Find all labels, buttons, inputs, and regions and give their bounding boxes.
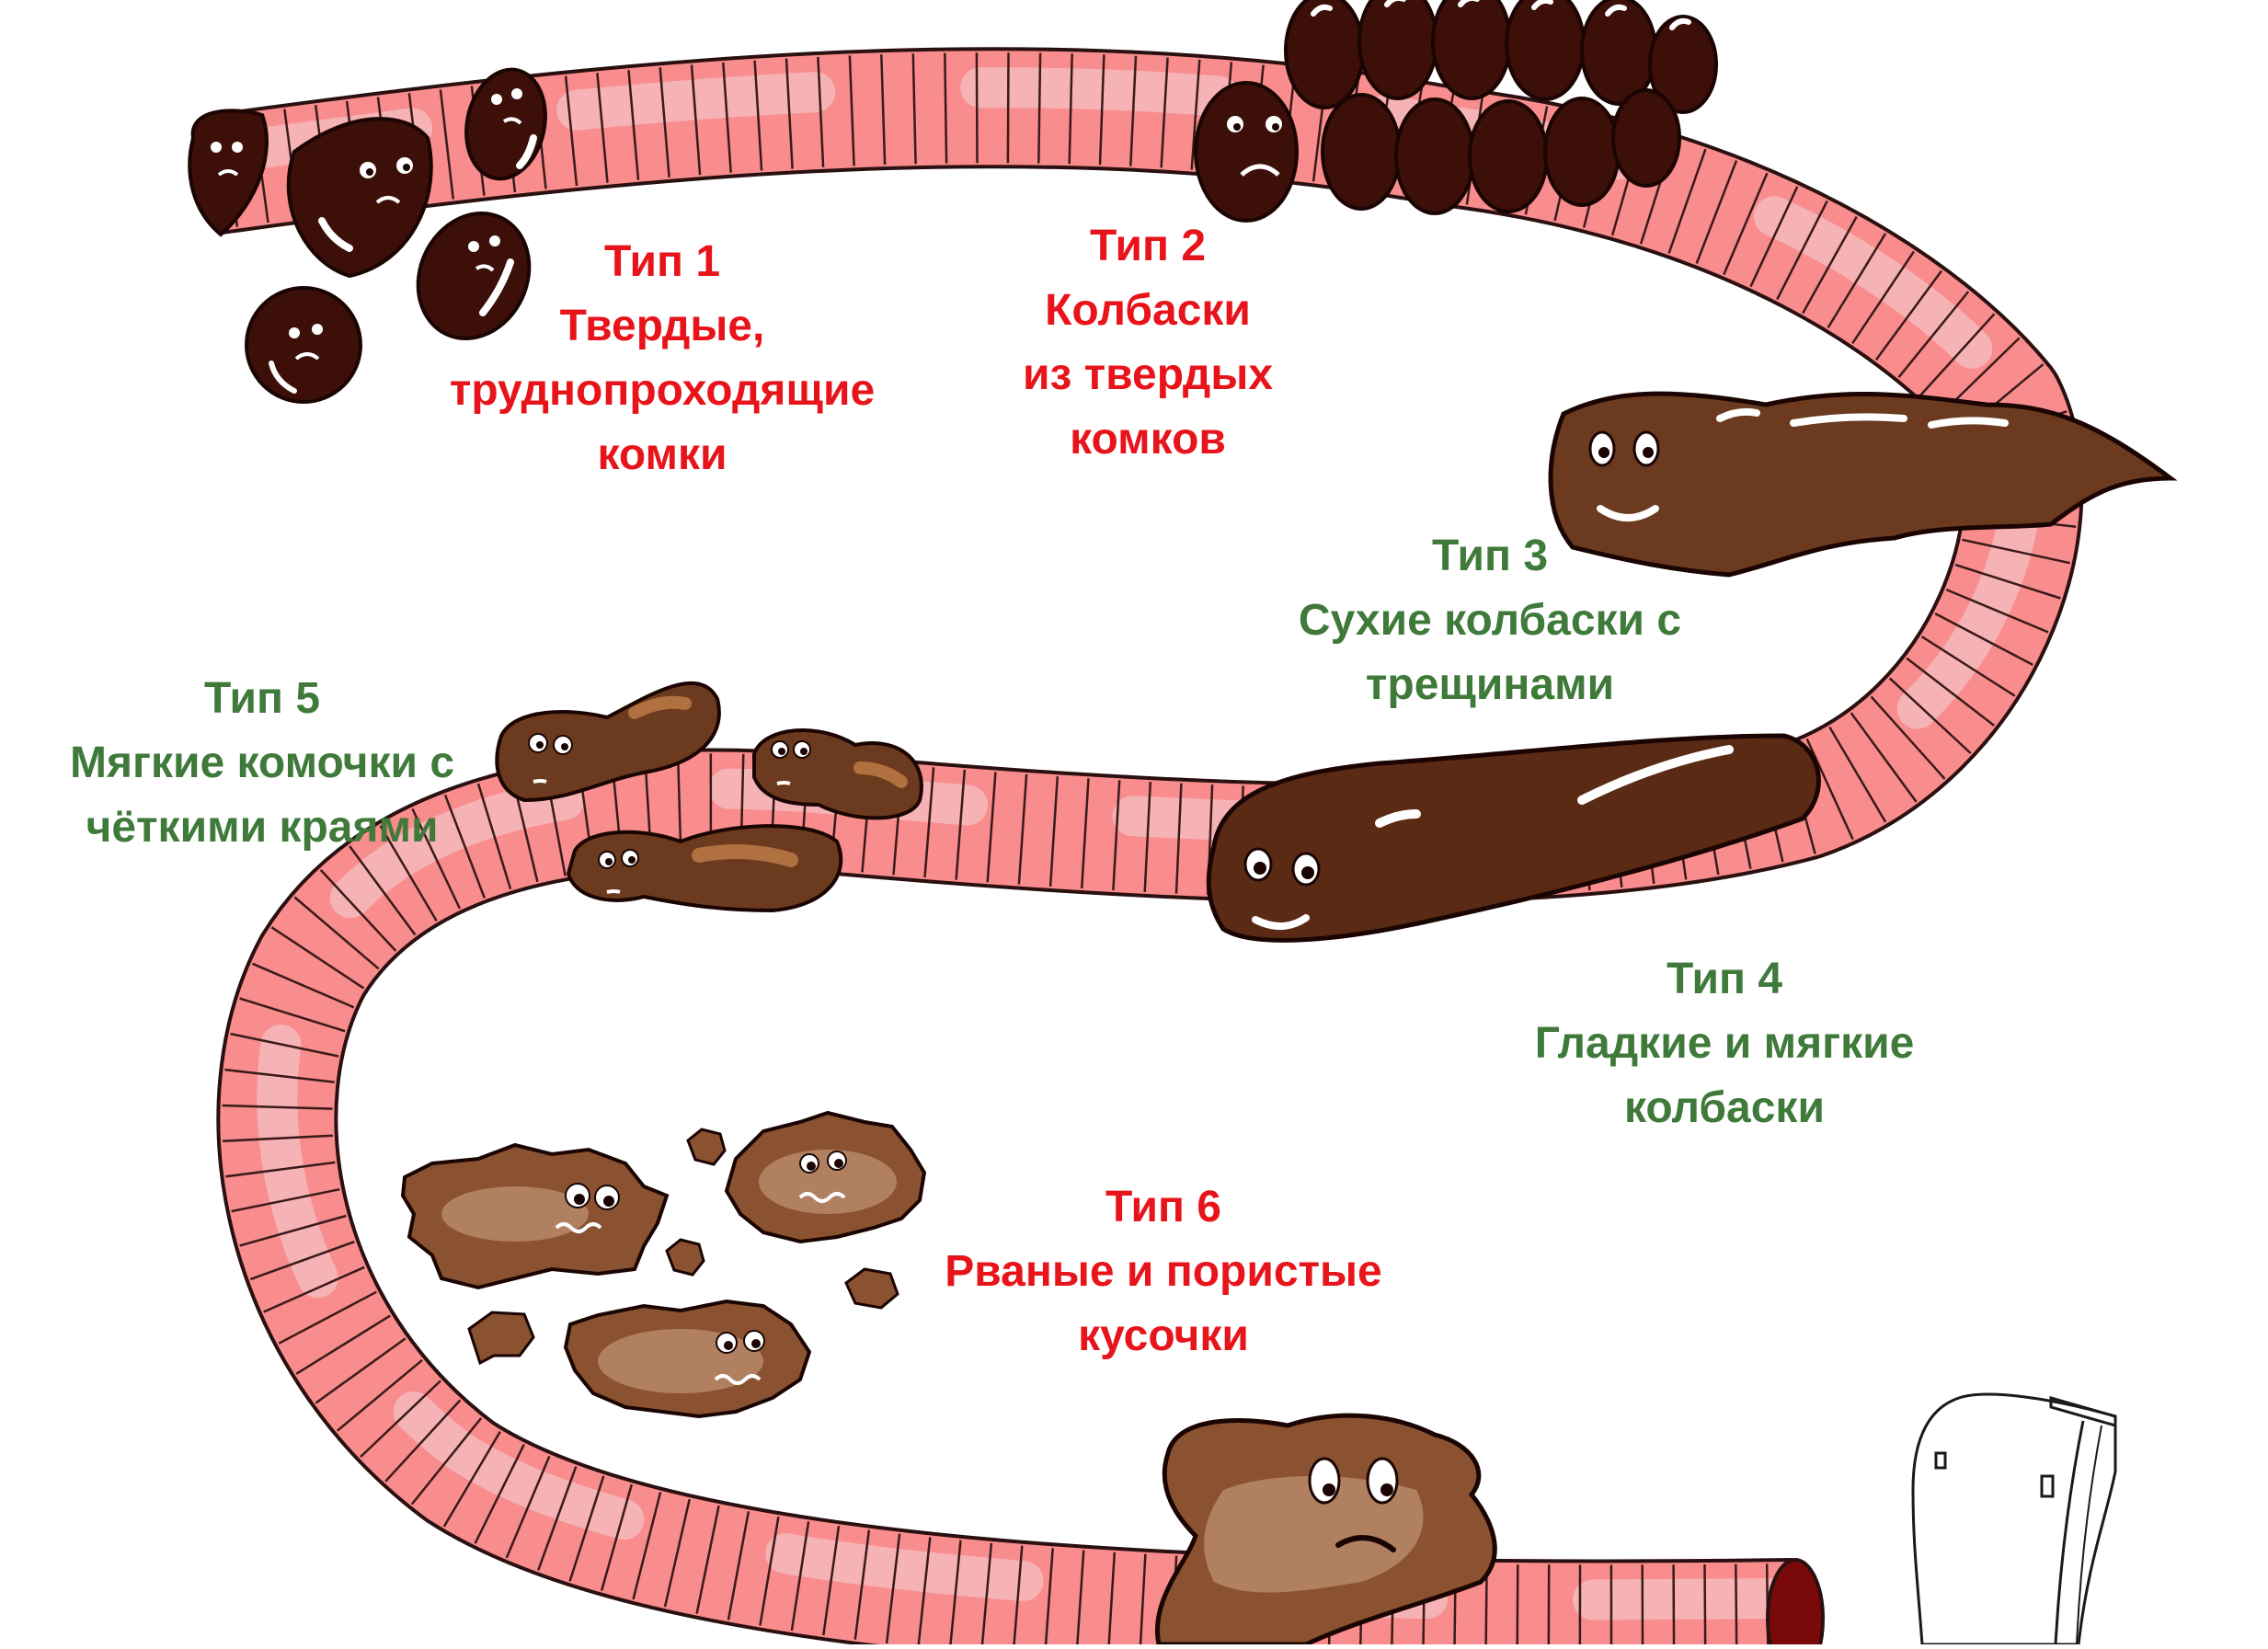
stool-face-icon: [566, 1301, 809, 1416]
type1-title: Тип 1: [450, 230, 875, 294]
stool-face-icon: [246, 288, 361, 402]
type1-line1: Твердые,: [450, 294, 875, 359]
type3-title: Тип 3: [1299, 524, 1681, 589]
type6-title: Тип 6: [945, 1175, 1381, 1240]
hard-lump: [1359, 0, 1437, 98]
type3-label: Тип 3 Сухие колбаски с трещинами: [1299, 524, 1681, 717]
hard-lump: [1396, 99, 1473, 213]
type4-line2: колбаски: [1535, 1076, 1915, 1140]
type2-line1: Колбаски: [1023, 279, 1273, 343]
type3-line1: Сухие колбаски с: [1299, 589, 1681, 653]
type5-label: Тип 5 Мягкие комочки с чёткими краями: [70, 667, 454, 860]
type6-stool: [403, 1113, 924, 1416]
type5-line1: Мягкие комочки с: [70, 731, 454, 796]
type5-line2: чёткими краями: [70, 796, 454, 860]
hard-lump: [1470, 101, 1547, 212]
hard-lump: [1286, 0, 1363, 108]
type6-line1: Рваные и пористые: [945, 1240, 1381, 1304]
type2-line3: комков: [1023, 407, 1273, 472]
stool-face-icon: [1196, 83, 1297, 221]
hard-lump: [1506, 0, 1584, 99]
hard-lump: [1323, 95, 1400, 209]
type4-stool: [1208, 736, 1818, 940]
intestine-ring: [1549, 1564, 1550, 1644]
type4-label: Тип 4 Гладкие и мягкие колбаски: [1535, 947, 1915, 1140]
type4-line1: Гладкие и мягкие: [1535, 1012, 1915, 1076]
type1-line3: комки: [450, 423, 875, 487]
stool-face-icon: [403, 1145, 667, 1288]
type2-line2: из твердых: [1023, 343, 1273, 407]
stool-face-icon: [289, 119, 431, 276]
type1-label: Тип 1 Твердые, труднопроходящие комки: [450, 230, 875, 487]
type1-line2: труднопроходящие: [450, 359, 875, 423]
toilet-icon: [1913, 1394, 2115, 1644]
hard-lump: [1433, 0, 1510, 98]
hard-lump: [1545, 98, 1619, 205]
intestine-ring: [1735, 1564, 1736, 1644]
type2-label: Тип 2 Колбаски из твердых комков: [1023, 214, 1273, 472]
intestine-ring: [1008, 52, 1009, 163]
type4-title: Тип 4: [1535, 947, 1915, 1012]
intestine-ring: [1674, 1564, 1675, 1644]
type6-label: Тип 6 Рваные и пористые кусочки: [945, 1175, 1381, 1368]
intestine-ring: [1705, 1564, 1706, 1644]
stool-face-icon: [727, 1113, 924, 1242]
type6-line2: кусочки: [945, 1304, 1381, 1368]
type2-title: Тип 2: [1023, 214, 1273, 279]
stool-face-icon: [568, 826, 841, 910]
type3-line2: трещинами: [1299, 653, 1681, 717]
hard-lump: [1613, 90, 1679, 186]
type5-title: Тип 5: [70, 667, 454, 731]
hard-lump: [1582, 0, 1655, 104]
intestine-ring: [977, 52, 978, 163]
